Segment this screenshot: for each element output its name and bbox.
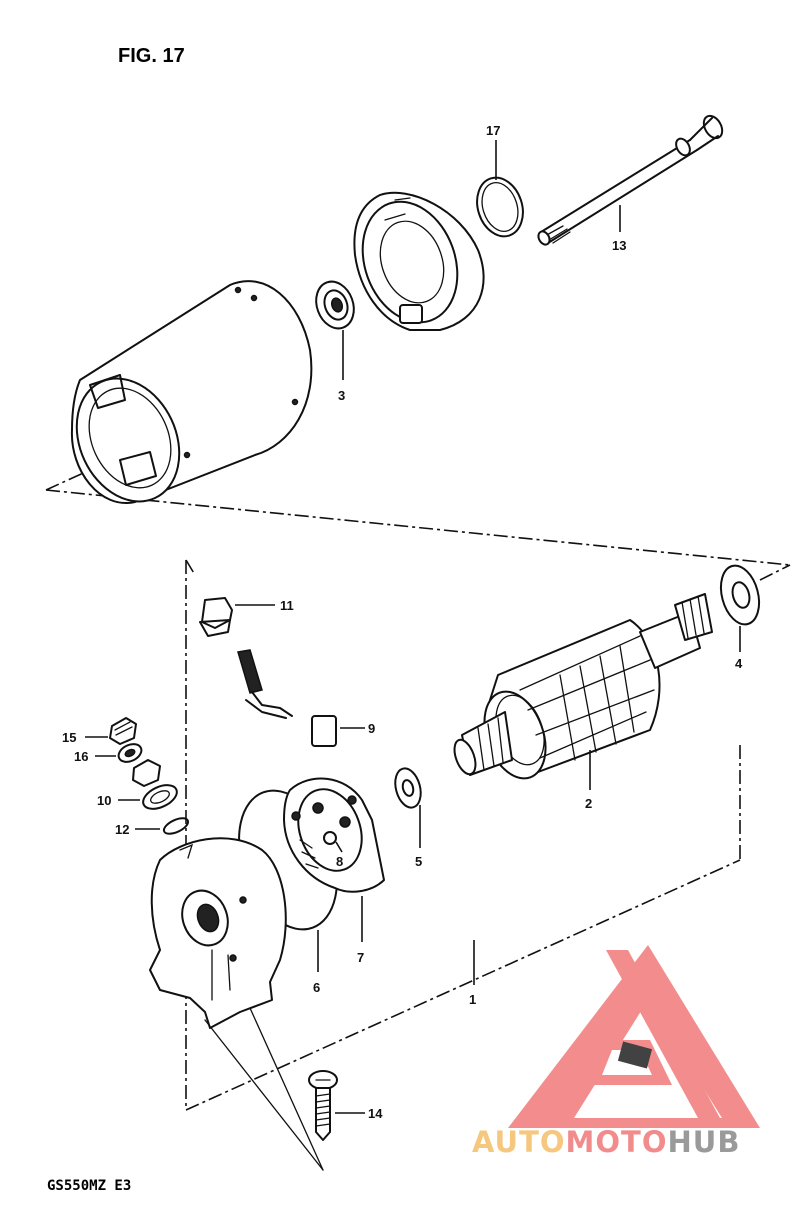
- part-3-label: 3: [338, 388, 345, 403]
- watermark-text: AUTOMOTOHUB: [472, 1125, 740, 1159]
- part-12-label: 12: [115, 822, 129, 837]
- part-4-washer: 4: [719, 564, 761, 671]
- end-cover-lower: [149, 837, 287, 1029]
- svg-text:AUTOMOTOHUB: AUTOMOTOHUB: [472, 1125, 740, 1159]
- watermark-logo: [508, 945, 760, 1128]
- part-2-armature: 2: [453, 593, 713, 811]
- part-16-label: 16: [74, 749, 88, 764]
- end-cover-upper: [353, 191, 485, 331]
- part-6-label: 6: [313, 980, 320, 995]
- part-10-insulator: 10: [97, 784, 178, 810]
- model-code: GS550MZ E3: [47, 1178, 131, 1194]
- part-5-washer: 5: [394, 767, 422, 869]
- part-2-label: 2: [585, 796, 592, 811]
- part-15-label: 15: [62, 730, 76, 745]
- part-8-spring: 8: [323, 831, 343, 869]
- part-11-label: 11: [280, 598, 294, 613]
- part-10-label: 10: [97, 793, 111, 808]
- part-13-label: 13: [612, 238, 626, 253]
- part-13-through-bolt: 13: [537, 114, 724, 253]
- part-8-label: 8: [336, 854, 343, 869]
- part-3-oil-seal: 3: [315, 280, 355, 403]
- part-nut-lower: [132, 759, 161, 787]
- part-9-label: 9: [368, 721, 375, 736]
- watermark-auto: AUTO: [472, 1125, 566, 1159]
- watermark-moto: MOTO: [566, 1125, 668, 1159]
- part-7-brush-plate: 7: [283, 777, 385, 965]
- screw-guide-lines: [204, 1007, 324, 1171]
- part-14-screw: 14: [308, 1070, 383, 1141]
- part-1-label: 1: [469, 992, 476, 1007]
- part-5-label: 5: [415, 854, 422, 869]
- watermark-hub: HUB: [668, 1125, 741, 1159]
- part-11-terminal: 11: [199, 597, 294, 637]
- part-14-label: 14: [368, 1106, 383, 1121]
- part-17-label: 17: [486, 123, 500, 138]
- part-4-label: 4: [735, 656, 743, 671]
- yoke-housing: [70, 280, 313, 505]
- part-7-label: 7: [357, 950, 364, 965]
- part-16-washer: 16: [74, 743, 143, 764]
- part-12-o-ring: 12: [115, 817, 190, 837]
- part-1-assembly-leader: 1: [469, 940, 476, 1007]
- assembly-outline: [45, 469, 791, 1111]
- part-17-o-ring: 17: [476, 123, 524, 238]
- part-9-brush-set: 9: [237, 649, 375, 747]
- part-15-nut: 15: [62, 717, 137, 745]
- figure-title: FIG. 17: [118, 45, 185, 67]
